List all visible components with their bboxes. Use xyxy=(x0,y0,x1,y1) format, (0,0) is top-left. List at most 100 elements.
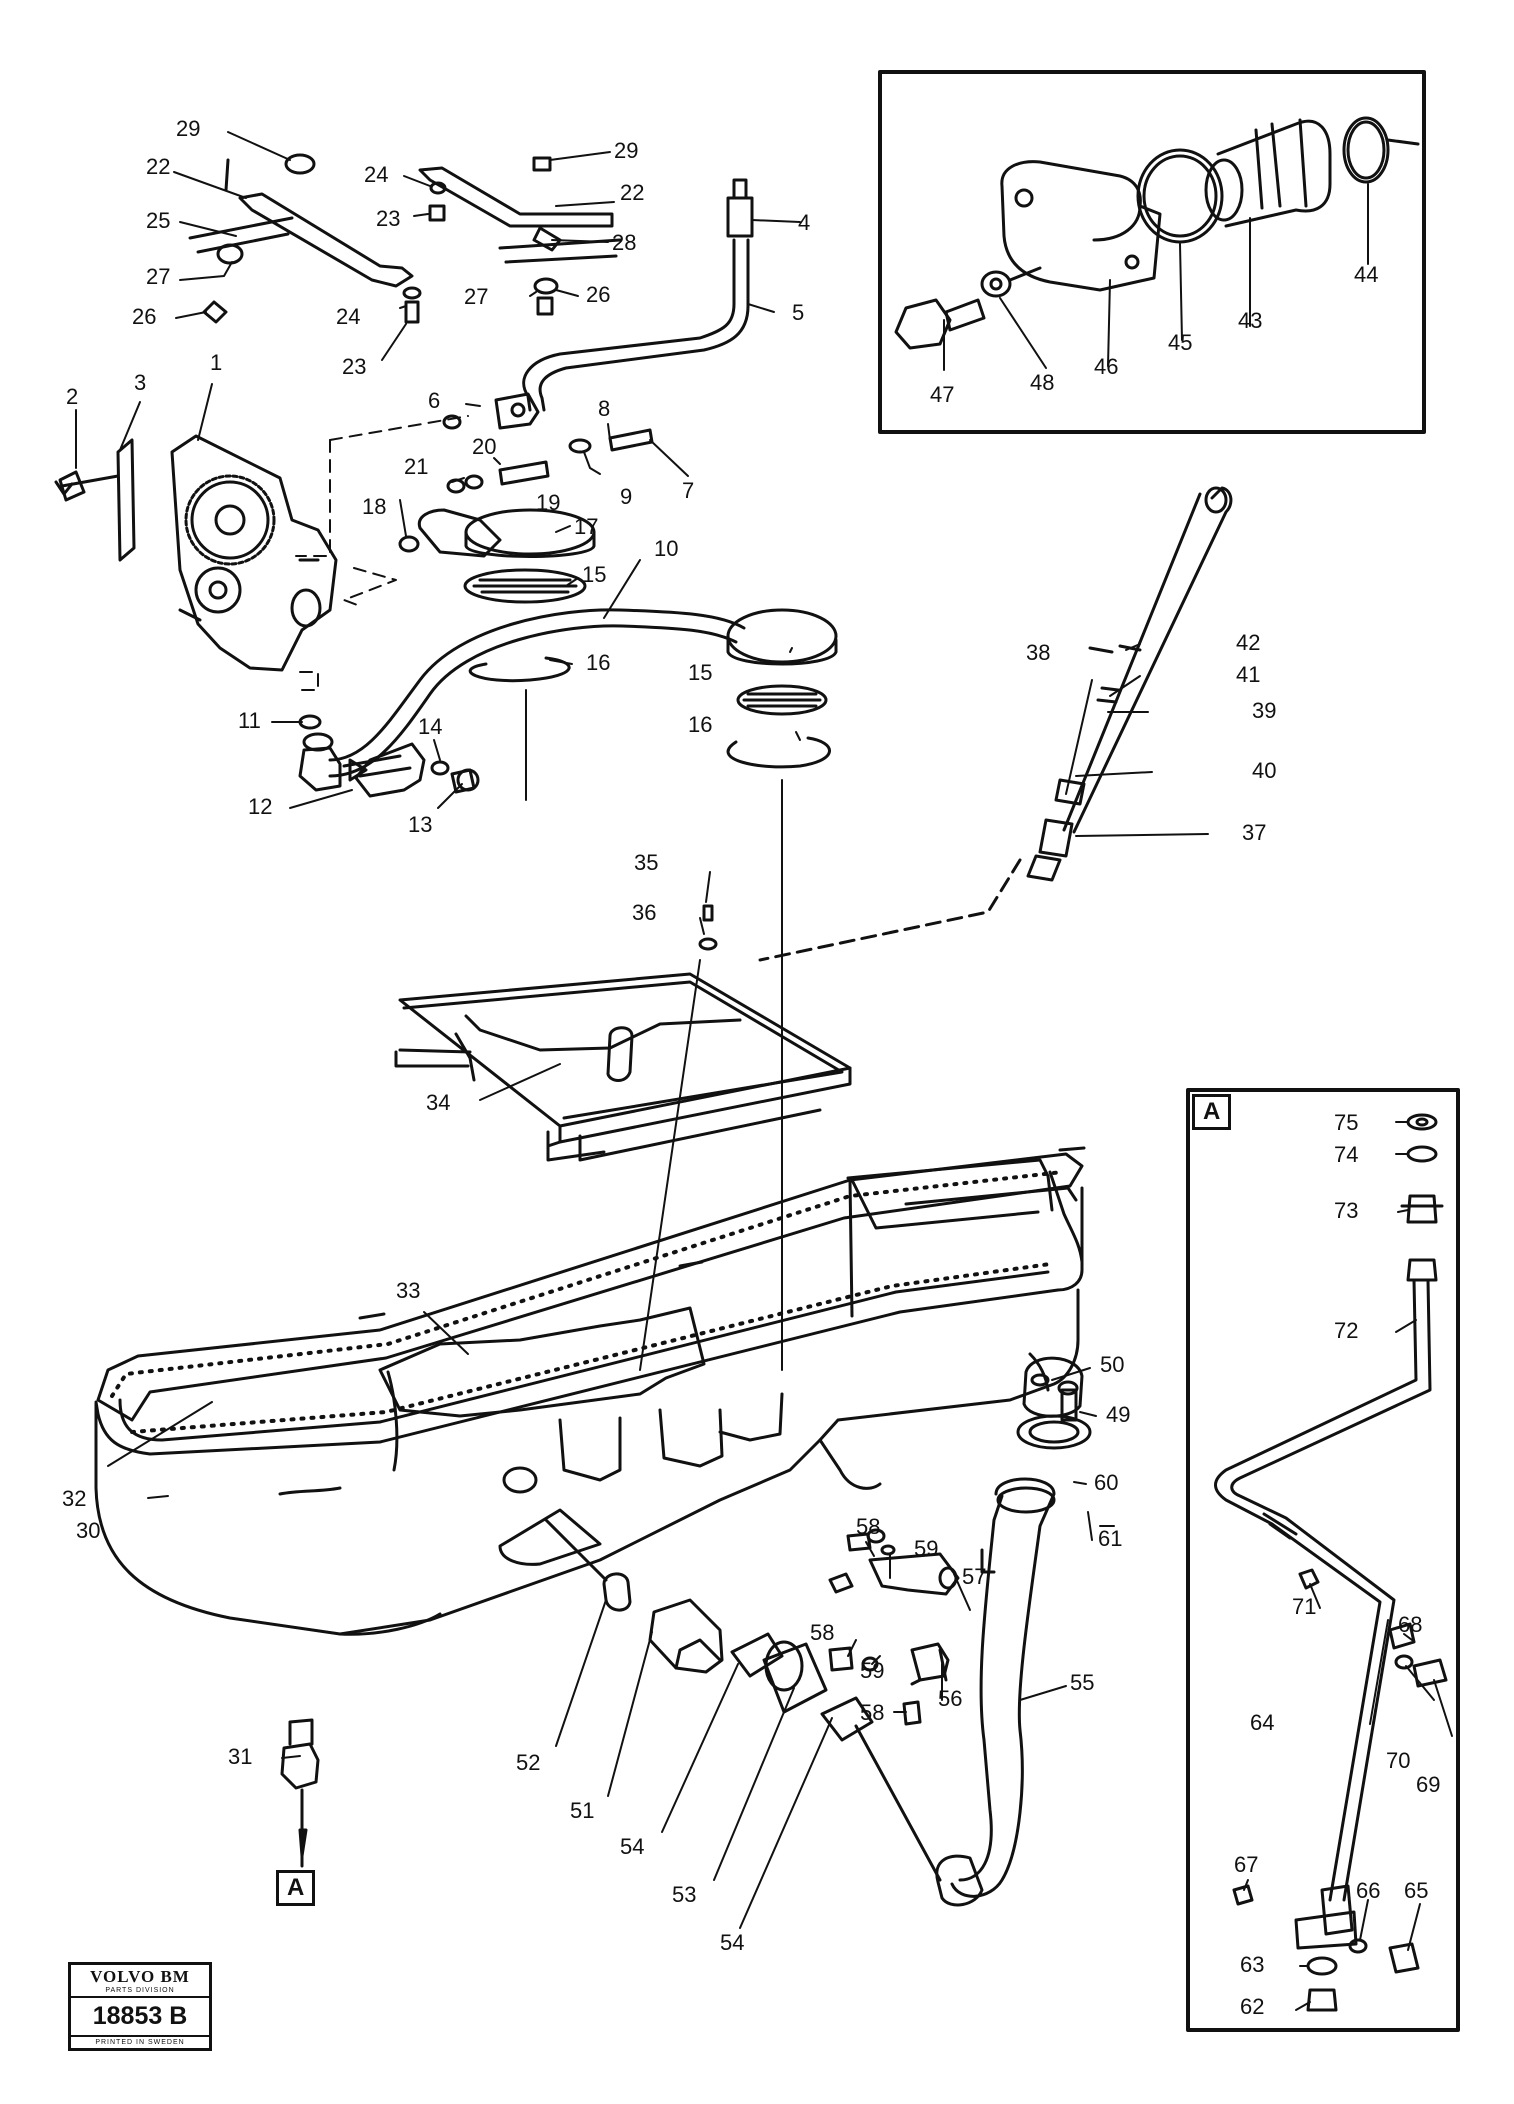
callout-35: 35 xyxy=(634,850,659,875)
callout-63: 63 xyxy=(1240,1952,1265,1977)
callout-56: 56 xyxy=(938,1686,963,1711)
callout-28: 28 xyxy=(612,230,637,255)
baffle-plate xyxy=(394,904,852,1162)
callout-37: 37 xyxy=(1242,820,1267,845)
callout-58: 58 xyxy=(856,1514,881,1539)
pipe-clamp-12 xyxy=(354,742,480,798)
callout-27: 27 xyxy=(146,264,171,289)
callout-20: 20 xyxy=(472,434,497,459)
callout-22: 22 xyxy=(620,180,645,205)
callout-58: 58 xyxy=(810,1620,835,1645)
volvo-bm-parts-logo: VOLVO BM PARTS DIVISION 18853 B PRINTED … xyxy=(68,1962,212,2051)
callout-64: 64 xyxy=(1250,1710,1275,1735)
callout-61: 61 xyxy=(1098,1526,1123,1551)
callout-57: 57 xyxy=(962,1564,987,1589)
callout-23: 23 xyxy=(342,354,367,379)
callout-50: 50 xyxy=(1100,1352,1125,1377)
callout-45: 45 xyxy=(1168,330,1193,355)
callout-52: 52 xyxy=(516,1750,541,1775)
callout-3: 3 xyxy=(134,370,147,395)
callout-26: 26 xyxy=(132,304,157,329)
callout-69: 69 xyxy=(1416,1772,1441,1797)
callout-74: 74 xyxy=(1334,1142,1359,1167)
callout-48: 48 xyxy=(1030,370,1055,395)
oil-sump xyxy=(94,1146,1086,1636)
callout-60: 60 xyxy=(1094,1470,1119,1495)
callout-15: 15 xyxy=(688,660,713,685)
leader-lines xyxy=(75,131,1453,2011)
pump-flange-and-bolts xyxy=(442,392,654,494)
callout-14: 14 xyxy=(418,714,443,739)
callout-44: 44 xyxy=(1354,262,1379,287)
inset-frame-a xyxy=(1186,1088,1460,2032)
filler-bracket-56 xyxy=(828,1642,950,1726)
callout-32: 32 xyxy=(62,1486,87,1511)
callout-62: 62 xyxy=(1240,1994,1265,2019)
callout-54: 54 xyxy=(720,1930,745,1955)
callout-59: 59 xyxy=(860,1658,885,1683)
callout-65: 65 xyxy=(1404,1878,1429,1903)
callout-70: 70 xyxy=(1386,1748,1411,1773)
callout-51: 51 xyxy=(570,1798,595,1823)
callout-29: 29 xyxy=(614,138,639,163)
callout-1: 1 xyxy=(210,350,223,375)
callout-30: 30 xyxy=(76,1518,101,1543)
callout-55: 55 xyxy=(1070,1670,1095,1695)
bracket-left-assembly xyxy=(188,153,422,324)
callout-58: 58 xyxy=(860,1700,885,1725)
circlips-and-gaskets xyxy=(298,656,831,769)
suction-pipe-10 xyxy=(298,608,838,792)
dipstick-guide-dashed xyxy=(758,858,1022,962)
bolts-49-50 xyxy=(1030,1373,1079,1422)
callout-2: 2 xyxy=(66,384,79,409)
callout-49: 49 xyxy=(1106,1402,1131,1427)
drain-plug-31 xyxy=(280,1718,320,1868)
callout-6: 6 xyxy=(428,388,441,413)
callout-68: 68 xyxy=(1398,1612,1423,1637)
callout-39: 39 xyxy=(1252,698,1277,723)
callout-18: 18 xyxy=(362,494,387,519)
callout-33: 33 xyxy=(396,1278,421,1303)
sump-gasket-32 xyxy=(110,1170,1078,1434)
inset-thermostat-parts xyxy=(894,116,1420,350)
callout-29: 29 xyxy=(176,116,201,141)
callout-73: 73 xyxy=(1334,1198,1359,1223)
delivery-pipe-5 xyxy=(522,178,754,412)
callout-40: 40 xyxy=(1252,758,1277,783)
logo-drawing-number: 18853 B xyxy=(92,2002,188,2030)
callout-19: 19 xyxy=(536,490,561,515)
callout-22: 22 xyxy=(146,154,171,179)
suction-strainer-17 xyxy=(398,508,596,604)
callout-26: 26 xyxy=(586,282,611,307)
logo-brand: VOLVO BM xyxy=(90,1967,190,1986)
callout-15: 15 xyxy=(582,562,607,587)
callout-71: 71 xyxy=(1292,1594,1317,1619)
callout-9: 9 xyxy=(620,484,633,509)
callout-8: 8 xyxy=(598,396,611,421)
callout-42: 42 xyxy=(1236,630,1261,655)
callout-43: 43 xyxy=(1238,308,1263,333)
callout-54: 54 xyxy=(620,1834,645,1859)
callout-66: 66 xyxy=(1356,1878,1381,1903)
callout-16: 16 xyxy=(688,712,713,737)
callout-23: 23 xyxy=(376,206,401,231)
callout-24: 24 xyxy=(336,304,361,329)
callout-34: 34 xyxy=(426,1090,451,1115)
callout-67: 67 xyxy=(1234,1852,1259,1877)
callout-10: 10 xyxy=(654,536,679,561)
construction-lines xyxy=(295,415,1115,1527)
callout-11: 11 xyxy=(238,708,261,733)
logo-footer: PRINTED IN SWEDEN xyxy=(71,2035,209,2048)
callout-13: 13 xyxy=(408,812,433,837)
callout-5: 5 xyxy=(792,300,805,325)
callout-36: 36 xyxy=(632,900,657,925)
callout-24: 24 xyxy=(364,162,389,187)
logo-division: PARTS DIVISION xyxy=(71,1987,209,1998)
dipstick xyxy=(1026,486,1233,882)
filler-bracket-57 xyxy=(828,1528,960,1596)
callout-27: 27 xyxy=(464,284,489,309)
callout-4: 4 xyxy=(798,210,811,235)
callout-31: 31 xyxy=(228,1744,253,1769)
inset-a-label: A xyxy=(1192,1094,1232,1130)
